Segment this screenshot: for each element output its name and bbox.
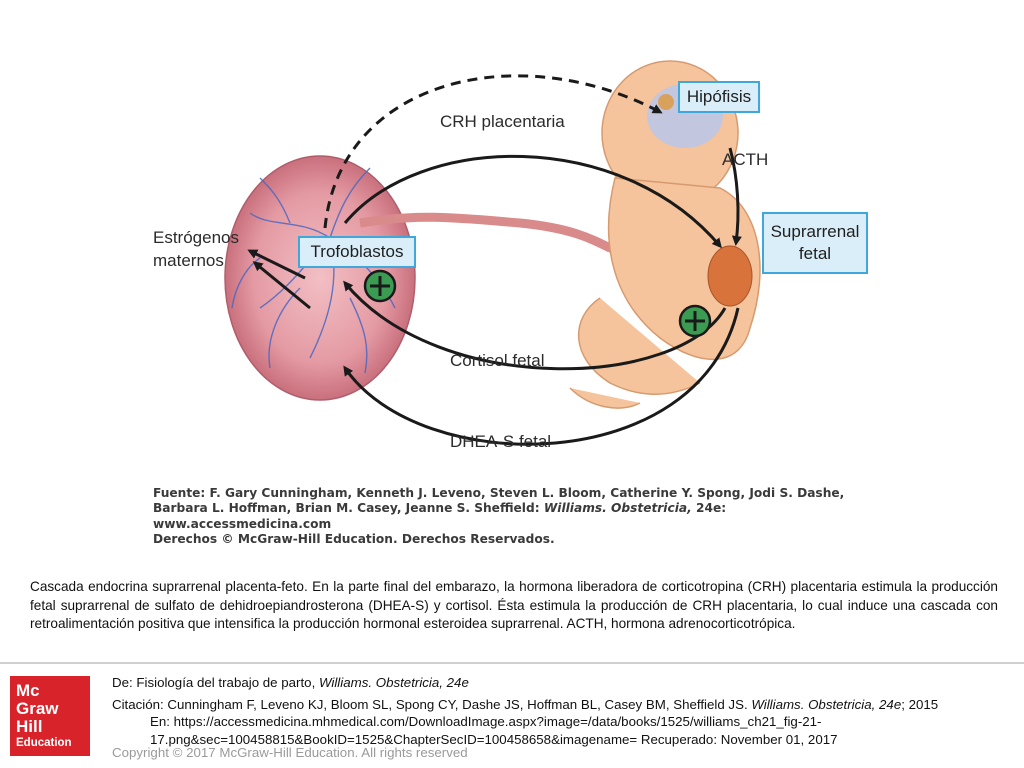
box-suprarrenal-fetal: Suprarrenal fetal (762, 212, 868, 274)
box-suprarrenal-line2: fetal (798, 244, 832, 263)
source-line1: Fuente: F. Gary Cunningham, Kenneth J. L… (153, 486, 845, 500)
arrow-estrogenos-maternos (247, 249, 306, 280)
mcgraw-hill-education-logo: Mc Graw Hill Education (10, 676, 90, 756)
figure-caption: Cascada endocrina suprarrenal placenta-f… (30, 579, 998, 631)
source-line2-italic: Williams. Obstetricia, (543, 501, 692, 516)
arrow-estrogenos-2 (252, 261, 311, 310)
box-hipofisis-label: Hipófisis (686, 87, 752, 106)
source-line2-post: 24e: (691, 501, 727, 516)
arrow-crh-placentaria (343, 155, 722, 249)
fetus (569, 60, 761, 409)
label-estrogenos-line1: Estrógenos (153, 228, 239, 247)
citation-url-line1[interactable]: En: https://accessmedicina.mhmedical.com… (150, 714, 822, 729)
logo-line4: Education (16, 737, 72, 749)
label-acth: ACTH (722, 150, 769, 169)
arrow-dheas-fetal (343, 307, 740, 446)
arrow-acth (728, 147, 742, 246)
dashed-arrow-crh-to-hipofisis (323, 74, 663, 229)
box-suprarrenal-line1: Suprarrenal (770, 222, 860, 241)
logo-line3: Hill (16, 717, 43, 736)
box-trofoblastos: Trofoblastos (298, 236, 416, 268)
figure-illustration: CRH placentaria ACTH Estrógenos maternos… (140, 38, 870, 553)
label-estrogenos-line2: maternos (153, 251, 224, 270)
source-line2: Barbara L. Hoffman, Brian M. Casey, Jean… (153, 501, 863, 516)
citation-de: De: Fisiología del trabajo de parto, Wil… (112, 674, 1012, 692)
box-hipofisis: Hipófisis (678, 81, 760, 113)
citation-de-pre: De: Fisiología del trabajo de parto, (112, 675, 319, 690)
citation-cit-italic: Williams. Obstetricia, 24e (751, 696, 902, 712)
source-line4: Derechos © McGraw-Hill Education. Derech… (153, 532, 555, 547)
citation-citacion: Citación: Cunningham F, Leveno KJ, Bloom… (112, 696, 1012, 714)
plus-sign-placenta (363, 269, 397, 303)
plus-sign-fetus (678, 304, 712, 338)
figure-source-credit: Fuente: F. Gary Cunningham, Kenneth J. L… (153, 486, 863, 548)
citation-cit-pre: Citación: Cunningham F, Leveno KJ, Bloom… (112, 696, 752, 712)
copyright-notice: Copyright © 2017 McGraw-Hill Education. … (112, 745, 468, 760)
citation-cit-post: ; 2015 (901, 696, 939, 712)
label-dheas-fetal: DHEA-S fetal (450, 432, 552, 451)
citation-de-italic: Williams. Obstetricia, 24e (318, 675, 469, 690)
label-crh-placentaria: CRH placentaria (440, 112, 565, 131)
citation-block: De: Fisiología del trabajo de parto, Wil… (112, 674, 1012, 748)
logo-line2: Graw (16, 699, 59, 718)
label-estrogenos-maternos: Estrógenos maternos (153, 226, 239, 272)
logo-line1: Mc (16, 681, 40, 700)
box-trofoblastos-label: Trofoblastos (310, 242, 404, 261)
source-line2-pre: Barbara L. Hoffman, Brian M. Casey, Jean… (153, 501, 544, 516)
citation-url-line2[interactable]: 17.png&sec=100458815&BookID=1525&Chapter… (150, 731, 838, 747)
source-line3: www.accessmedicina.com (153, 516, 332, 531)
label-cortisol-fetal: Cortisol fetal (450, 351, 545, 370)
placenta-fetus-diagram (224, 60, 761, 446)
divider (0, 662, 1024, 664)
